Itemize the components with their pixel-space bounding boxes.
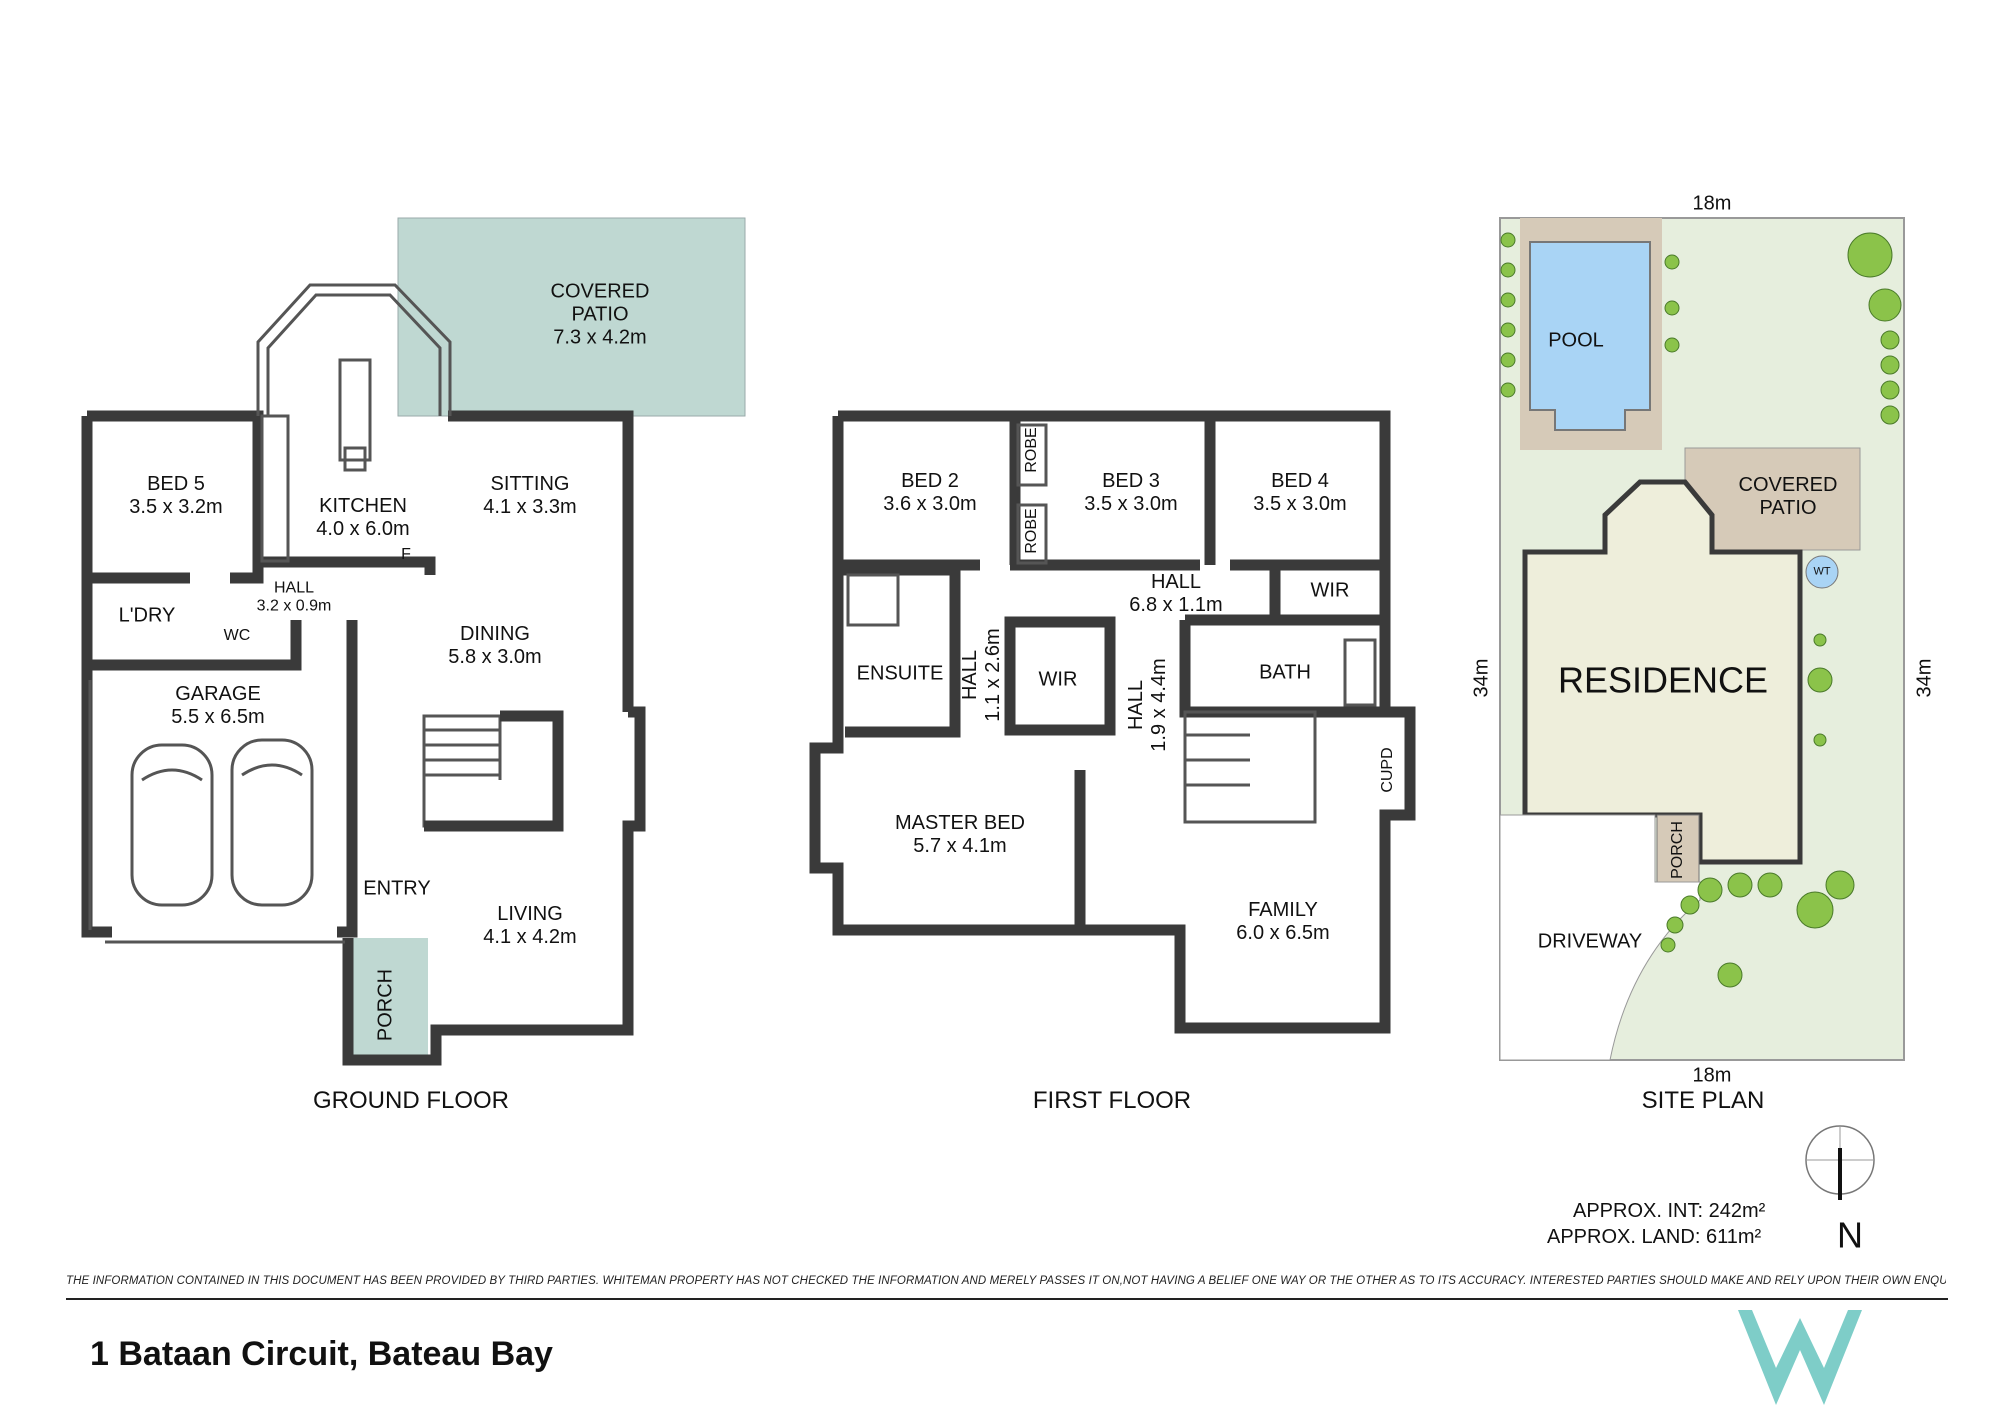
- property-address: 1 Bataan Circuit, Bateau Bay: [90, 1335, 553, 1373]
- site-covered-patio-label: COVERED PATIO: [1738, 474, 1838, 519]
- first-floor-left-wall: [809, 416, 1080, 936]
- wc-label: WC: [223, 626, 251, 644]
- driveway-label: DRIVEWAY: [1537, 930, 1643, 953]
- compass-north-label: N: [1837, 1214, 1863, 1256]
- family-label: FAMILY 6.0 x 6.5m: [1236, 899, 1330, 944]
- ensuite-block: [838, 564, 961, 738]
- car-2: [230, 738, 314, 907]
- wir-top-label: WIR: [1310, 579, 1350, 602]
- bed5-label: BED 5 3.5 x 3.2m: [129, 473, 223, 518]
- ensuite-shower: [846, 573, 900, 627]
- laundry-label: L'DRY: [118, 604, 176, 627]
- water-tank-label: WT: [1813, 565, 1831, 578]
- covered-patio-area: [397, 217, 746, 417]
- site-depth-right: 34m: [1913, 658, 1936, 698]
- garage-right-wall: [337, 620, 358, 938]
- approx-land-area: APPROX. LAND: 611m²: [1547, 1226, 1762, 1248]
- compass: [1805, 1125, 1875, 1200]
- robe-top-box: [1016, 423, 1048, 487]
- master-bed-label: MASTER BED 5.7 x 4.1m: [894, 812, 1026, 857]
- hall-window-left: [260, 414, 290, 563]
- porch-area: [348, 938, 428, 1060]
- stair-void: [422, 714, 560, 828]
- site-width-top: 18m: [1692, 192, 1732, 215]
- site-plan-title: SITE PLAN: [1641, 1087, 1765, 1115]
- first-hall-label: HALL 6.8 x 1.1m: [1129, 571, 1223, 616]
- kitchen-counter-wall: [258, 556, 436, 575]
- fridge-label: F: [401, 545, 411, 563]
- bed2-label: BED 2 3.6 x 3.0m: [883, 470, 977, 515]
- site-porch-label: PORCH: [1668, 821, 1686, 879]
- kitchen-label: KITCHEN 4.0 x 6.0m: [316, 495, 410, 540]
- car-1: [130, 743, 214, 907]
- small-hall-label: HALL 1.1 x 2.6m: [959, 628, 1004, 722]
- approx-internal-area: APPROX. INT: 242m²: [1573, 1200, 1766, 1222]
- ground-floor-title: GROUND FLOOR: [312, 1087, 510, 1115]
- vertical-hall-label: HALL 1.9 x 4.4m: [1125, 658, 1170, 752]
- kitchen-bay-inner: [266, 293, 442, 416]
- footer-divider: [66, 1298, 1948, 1300]
- bed4-label: BED 4 3.5 x 3.0m: [1253, 470, 1347, 515]
- wir-mid-label: WIR: [1038, 668, 1078, 691]
- ground-floor-plan: [81, 217, 746, 1066]
- first-floor-title: FIRST FLOOR: [1032, 1087, 1192, 1115]
- residence-footprint: [1522, 479, 1803, 865]
- ground-hall-label: HALL 3.2 x 0.9m: [256, 579, 332, 615]
- ensuite-label: ENSUITE: [856, 662, 944, 685]
- dining-right-wall: [342, 706, 646, 1066]
- porch-label: PORCH: [374, 968, 397, 1042]
- bath-label: BATH: [1259, 661, 1311, 684]
- bed3-label: BED 3 3.5 x 3.0m: [1084, 470, 1178, 515]
- garage-label: GARAGE 5.5 x 6.5m: [171, 683, 265, 728]
- robe-bottom-box: [1016, 503, 1048, 565]
- sitting-top-wall: [448, 410, 634, 712]
- bath-tub: [1343, 638, 1377, 707]
- kitchen-sink: [343, 446, 367, 472]
- entry-label: ENTRY: [363, 877, 431, 900]
- stair-walls: [424, 710, 564, 832]
- site-water-tank: [1805, 555, 1839, 589]
- wir-top-box: [1269, 565, 1385, 626]
- robe-bottom-label: ROBE: [1022, 508, 1040, 554]
- pool-label: POOL: [1548, 329, 1604, 352]
- car-2-windscreen: [241, 763, 303, 777]
- garage-walls: [81, 665, 112, 938]
- kitchen-island: [338, 358, 372, 462]
- first-floor-plan: [809, 410, 1416, 1034]
- laundry-block: [81, 578, 302, 671]
- wir-box: [1004, 616, 1116, 736]
- site-width-bottom: 18m: [1692, 1064, 1732, 1087]
- covered-patio-label: COVERED PATIO 7.3 x 4.2m: [550, 280, 650, 349]
- kitchen-bay: [256, 283, 452, 416]
- pool: [1529, 241, 1651, 431]
- living-label: LIVING 4.1 x 4.2m: [483, 903, 577, 948]
- bed-dividers: [1009, 416, 1216, 565]
- site-plan: [1499, 217, 1905, 1061]
- dining-label: DINING 5.8 x 3.0m: [448, 623, 542, 668]
- stairs-first: [1183, 710, 1317, 824]
- residence-label: RESIDENCE: [1557, 659, 1769, 701]
- bed5-walls: [87, 410, 264, 584]
- robe-top-label: ROBE: [1022, 427, 1040, 473]
- whiteman-logo: [1738, 1310, 1862, 1405]
- cupboard-label: CUPD: [1378, 747, 1396, 793]
- site-depth-left: 34m: [1470, 658, 1493, 698]
- stairs-first-treads: [1185, 733, 1250, 787]
- sitting-label: SITTING 4.1 x 3.3m: [483, 473, 577, 518]
- car-1-windscreen: [141, 768, 203, 782]
- disclaimer-text: THE INFORMATION CONTAINED IN THIS DOCUME…: [66, 1275, 1946, 1287]
- master-family-divider: [1074, 706, 1416, 1034]
- stair-treads: [424, 716, 502, 780]
